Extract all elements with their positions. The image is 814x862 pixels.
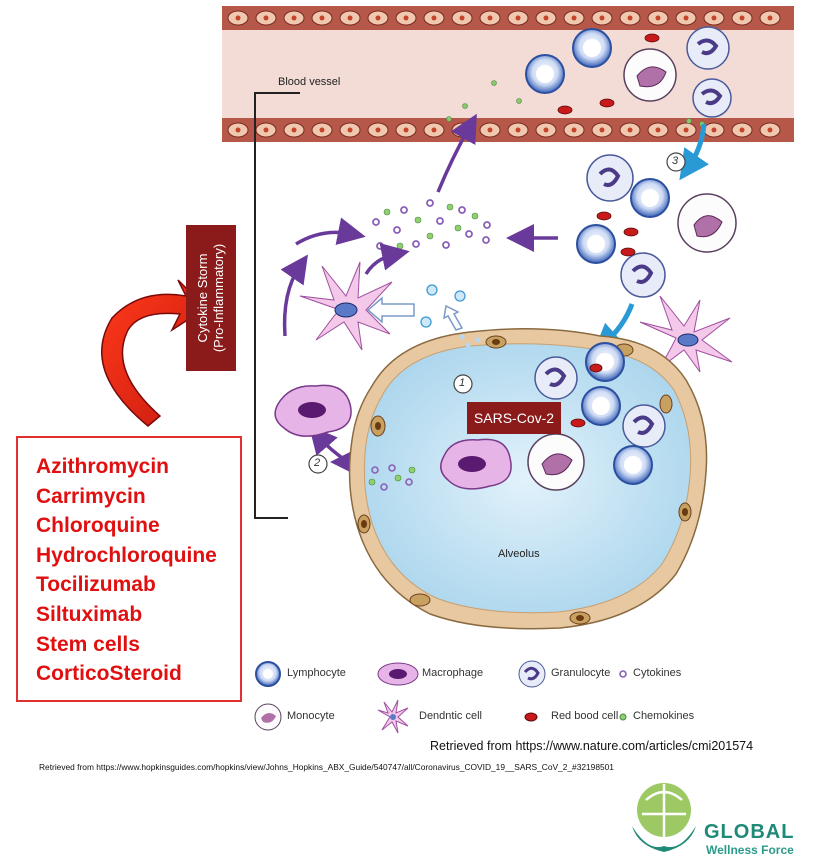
legend-lymphocyte-icon — [255, 661, 281, 687]
legend-monocyte-icon — [254, 703, 282, 731]
alveolus-monocyte — [527, 433, 585, 491]
drug-item: Carrimycin — [36, 484, 146, 508]
alveolus — [348, 328, 708, 630]
legend-macrophage-icon — [377, 662, 419, 686]
source-line-1: Retrieved from https://www.nature.com/ar… — [430, 739, 754, 753]
alveolus-granulocyte-1 — [534, 356, 578, 400]
alveolus-lymphocyte-3 — [613, 445, 653, 485]
logo-word-global: GLOBAL — [704, 821, 795, 843]
alveolus-label: Alveolus — [498, 548, 540, 560]
legend-granulocyte-label: Granulocyte — [551, 667, 611, 679]
blood-vessel-label: Blood vessel — [278, 76, 341, 88]
red-curved-arrow — [101, 279, 208, 427]
left-dendritic-cell — [299, 261, 393, 351]
step-1-label: 1 — [459, 377, 466, 389]
legend-chemokines-label: Chemokines — [633, 710, 695, 722]
alveolus-lymphocyte-2 — [581, 386, 621, 426]
logo-word-wellness-force: Wellness Force — [706, 843, 794, 857]
step-2-label: 2 — [314, 457, 321, 469]
cytokine-cluster — [372, 199, 491, 250]
outside-lymphocyte-2 — [576, 224, 616, 264]
logo-globe-icon — [632, 783, 696, 852]
legend-dendritic-label: Dendntic cell — [419, 710, 482, 722]
alveolus-granulocyte-2 — [622, 404, 666, 448]
legend-lymphocyte-label: Lymphocyte — [287, 667, 346, 679]
drug-item: CorticoSteroid — [36, 662, 182, 686]
outside-red-cells — [596, 211, 639, 257]
source-line-2: Retrieved from https://www.hopkinsguides… — [39, 762, 614, 772]
step-1-circle — [453, 374, 473, 394]
step-3-circle — [666, 152, 686, 172]
vessel-lymphocyte-2 — [572, 28, 612, 68]
drug-item: Stem cells — [36, 632, 140, 656]
alveolus-red-cells — [570, 363, 603, 428]
legend-granulocyte-icon — [518, 660, 546, 688]
outside-lymphocyte-1 — [630, 178, 670, 218]
outside-dendritic-cell — [639, 295, 733, 373]
step-3-label: 3 — [672, 155, 679, 167]
drug-item: Chloroquine — [36, 514, 160, 538]
legend-dendritic-icon — [377, 699, 409, 734]
drug-item: Azithromycin — [36, 455, 170, 478]
drug-item: Hydrochloroquine — [36, 543, 217, 567]
legend-cytokines-icon — [619, 670, 627, 678]
vessel-lymphocyte-1 — [525, 54, 565, 94]
vessel-granulocyte-1 — [686, 26, 730, 70]
vessel-monocyte — [623, 48, 677, 102]
drug-list-box: Azithromycin Carrimycin Chloroquine Hydr… — [16, 436, 242, 702]
drug-item: Tocilizumab — [36, 573, 156, 597]
outside-granulocyte-1 — [586, 154, 634, 202]
vessel-chemokines — [446, 80, 705, 127]
legend-cytokines-label: Cytokines — [633, 667, 682, 679]
legend-chemokines-icon — [619, 713, 627, 721]
legend-rbc-label: Red bood cell — [551, 710, 619, 722]
outside-monocyte — [677, 193, 737, 253]
vessel-granulocyte-2 — [692, 78, 732, 118]
vessel-red-cells — [557, 33, 660, 115]
alveolus-cytokines — [368, 334, 490, 491]
step-2-circle — [308, 454, 328, 474]
legend-macrophage-label: Macrophage — [422, 667, 484, 679]
cytokine-storm-badge: Cytokine Storm (Pro-Inflammatory) — [186, 225, 236, 371]
legend-rbc-icon — [524, 712, 538, 722]
outside-granulocyte-2 — [620, 252, 666, 298]
left-macrophage — [274, 384, 352, 437]
cytokine-storm-title: Cytokine Storm — [195, 253, 210, 343]
alveolus-lymphocyte-1 — [585, 342, 625, 382]
sars-cov-2-badge: SARS-Cov-2 — [467, 402, 561, 434]
bracket-line — [254, 92, 300, 519]
alveolus-macrophage — [440, 438, 512, 490]
legend-monocyte-label: Monocyte — [287, 710, 335, 722]
cytokine-storm-subtitle: (Pro-Inflammatory) — [211, 243, 226, 353]
drug-item: Siltuximab — [36, 602, 143, 626]
